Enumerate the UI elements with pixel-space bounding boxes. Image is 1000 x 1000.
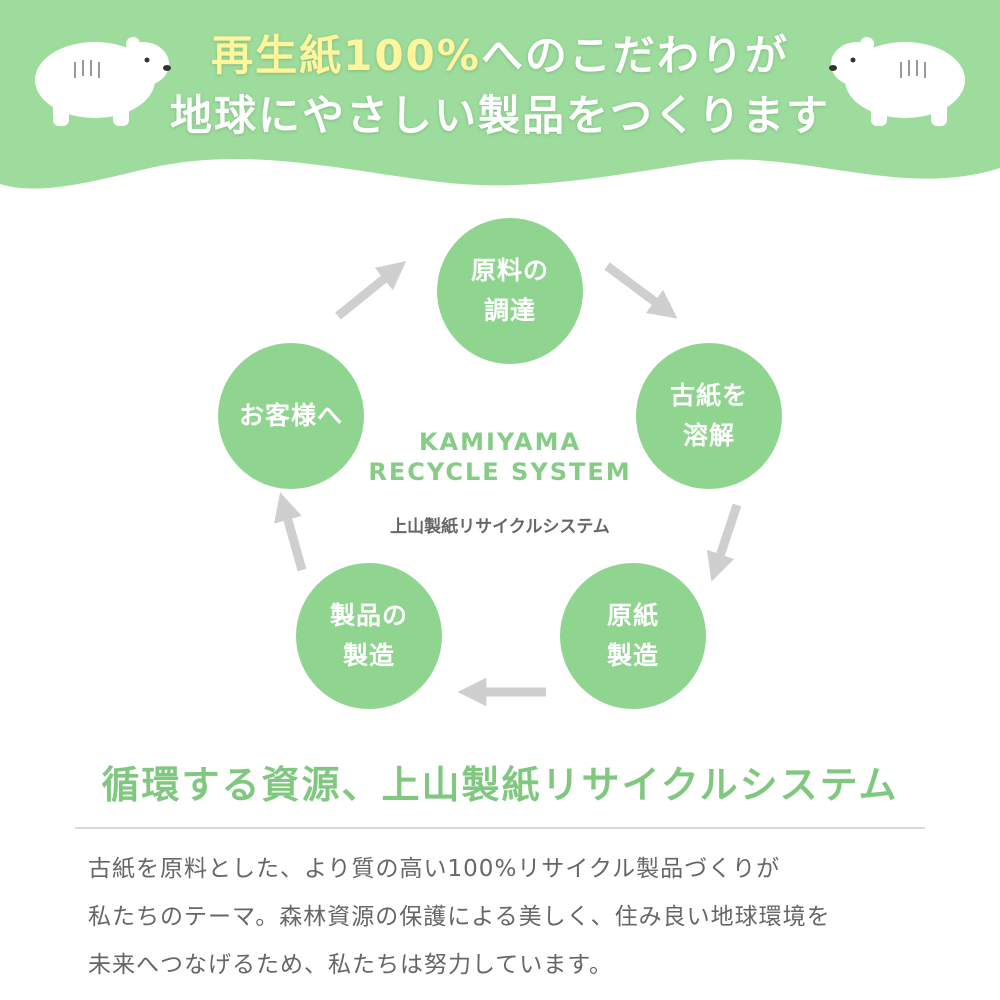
body-line-3: 未来へつなげるため、私たちは努力しています。 — [88, 952, 614, 978]
node-product: 製品の製造 — [296, 563, 442, 709]
body-line-2: 私たちのテーマ。森林資源の保護による美しく、住み良い地球環境を — [88, 904, 831, 930]
section-heading: 循環する資源、上山製紙リサイクルシステム — [101, 763, 899, 807]
node-dissolve-line-2: 溶解 — [682, 421, 735, 450]
node-product-line-1: 製品の — [329, 601, 408, 630]
node-dissolve: 古紙を溶解 — [636, 343, 782, 489]
section-divider — [75, 827, 925, 829]
node-product-line-2: 製造 — [342, 641, 395, 670]
node-customer-line-1: お客様へ — [238, 401, 343, 430]
node-base-paper: 原紙製造 — [560, 563, 706, 709]
header-title-line-1: 再生紙100%へのこだわりが — [0, 22, 1000, 83]
arrow-dissolve-to-base-paper — [706, 503, 742, 582]
polar-bear-right-icon — [829, 37, 965, 126]
center-title-en-2: RECYCLE SYSTEM — [368, 458, 632, 486]
header-title-rest: へのこだわりが — [480, 31, 789, 80]
polar-bear-left-icon — [35, 37, 171, 126]
center-title-ja: 上山製紙リサイクルシステム — [390, 517, 610, 537]
node-base-paper-line-1: 原紙 — [606, 601, 659, 630]
node-base-paper-line-2: 製造 — [606, 641, 659, 670]
arrow-product-to-customer — [274, 492, 307, 572]
node-dissolve-line-1: 古紙を — [669, 381, 748, 410]
section-body: 古紙を原料とした、より質の高い100%リサイクル製品づくりが 私たちのテーマ。森… — [88, 845, 968, 989]
node-procurement-line-2: 調達 — [483, 296, 536, 325]
center-title-en-1: KAMIYAMA — [418, 428, 582, 456]
arrow-customer-to-procurement — [335, 260, 407, 320]
arrow-procurement-to-dissolve — [604, 262, 678, 319]
node-procurement: 原料の調達 — [437, 218, 583, 364]
header-banner — [0, 0, 1000, 189]
header-title-accent: 再生紙100% — [211, 31, 481, 80]
header-title-line-2: 地球にやさしい製品をつくります — [169, 91, 830, 140]
body-line-1: 古紙を原料とした、より質の高い100%リサイクル製品づくりが — [88, 856, 781, 882]
node-procurement-line-1: 原料の — [470, 256, 549, 285]
node-customer: お客様へ — [218, 343, 364, 489]
